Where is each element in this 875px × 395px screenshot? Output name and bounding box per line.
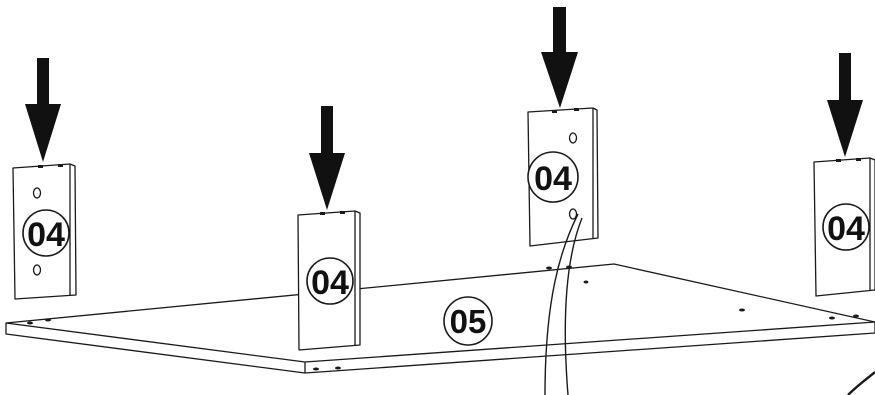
base-panel: [5, 263, 875, 374]
panel-holes: [27, 265, 859, 371]
leg-04-center-left: 04: [297, 210, 361, 351]
arrow-down-icon: [309, 106, 345, 210]
cable: [544, 213, 875, 395]
callout-05: 05: [443, 296, 493, 346]
callout-04-left-label: 04: [27, 216, 65, 254]
insert-arrows: [25, 7, 863, 210]
leg-04-center-right: 04: [527, 107, 599, 247]
callout-04-right-label: 04: [827, 210, 865, 248]
leg-04-left: 04: [12, 163, 77, 300]
callout-04-center-right-label: 04: [534, 160, 572, 198]
leg-04-right: 04: [813, 157, 875, 297]
arrow-down-icon: [541, 7, 578, 108]
callout-04-center-left-label: 04: [311, 264, 349, 302]
callout-05-label: 05: [450, 303, 487, 340]
arrow-down-icon: [827, 53, 863, 157]
arrow-down-icon: [25, 58, 61, 162]
